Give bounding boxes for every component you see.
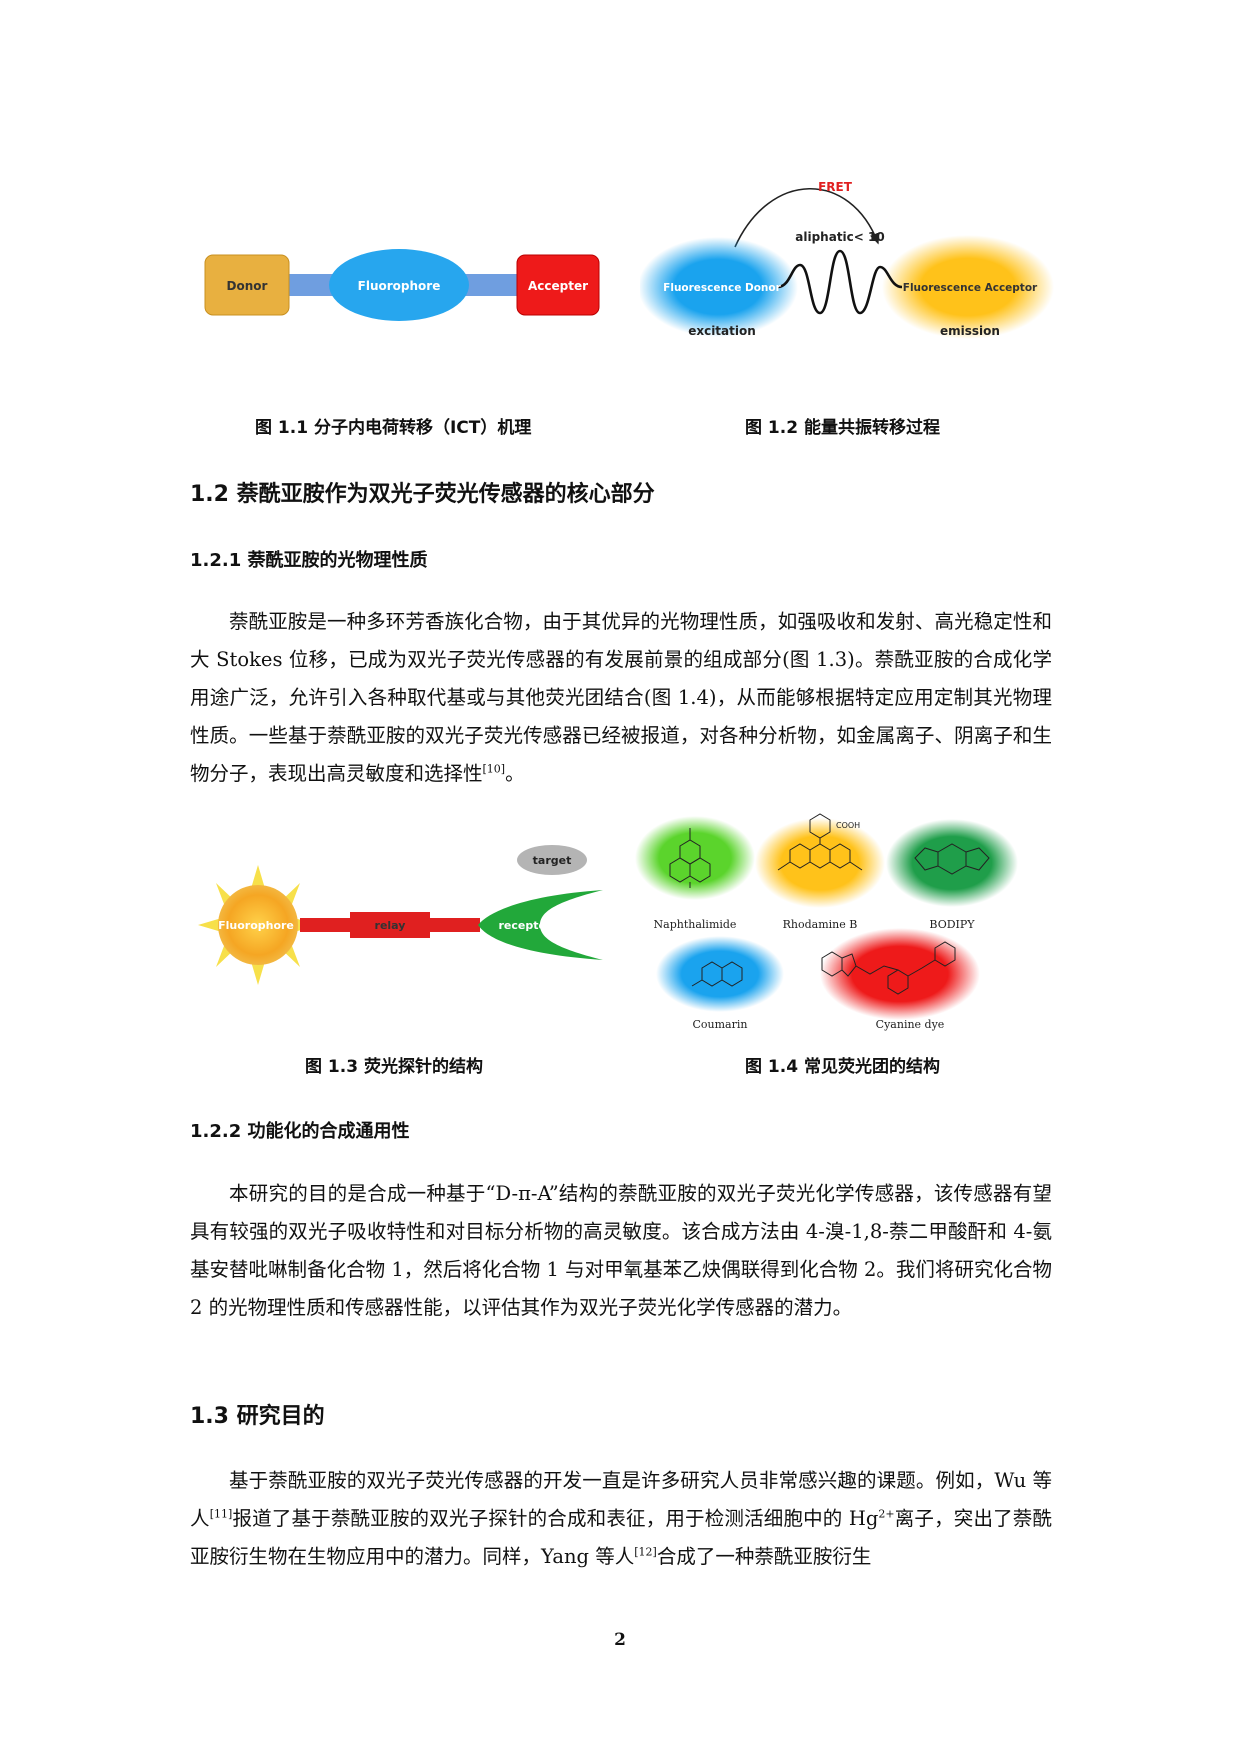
cyanine-structure [821,941,956,995]
fig1-1-caption: 图 1.1 分子内电荷转移（ICT）机理 [255,418,532,438]
section-1-3-title: 1.3 研究目的 [190,1404,325,1429]
fluorophore-ellipse [329,249,469,321]
receptor-shape [478,890,603,960]
rhodamine-structure [777,813,863,871]
rhodamine-glow [755,818,885,908]
fig1-2-caption: 图 1.2 能量共振转移过程 [745,418,940,438]
citation-ref-12: [12] [634,1545,657,1559]
cyanine-glow [820,928,980,1020]
coumarin-glow [656,936,784,1012]
section-1-2-2-title: 1.2.2 功能化的合成通用性 [190,1121,410,1142]
excitation-label: excitation [688,324,756,338]
cyanine-label: Cyanine dye [876,1018,945,1031]
naphthalimide-structure [669,828,711,888]
receptor-label: receptor [499,919,553,932]
cooh-label: COOH [836,821,860,830]
paragraph-text: 萘酰亚胺是一种多环芳香族化合物，由于其优异的光物理性质，如强吸收和发射、高光稳定… [190,610,1052,785]
naphthalimide-glow [635,816,755,900]
ion-charge: 2+ [878,1507,895,1521]
target-ellipse [517,845,587,875]
rhodamine-label: Rhodamine B [783,918,858,931]
relay-label: relay [375,919,406,932]
fluorophore-label: Fluorophore [218,919,294,932]
fret-arrow [734,187,880,248]
acceptor-label: Fluorescence Acceptor [903,282,1038,294]
fret-label: FRET [818,180,853,194]
section-1-2-2-paragraph: 本研究的目的是合成一种基于“D-π-A”结构的萘酰亚胺的双光子荧光化学传感器，该… [190,1175,1052,1327]
bodipy-label: BODIPY [929,918,975,931]
aliphatic-label: aliphatic< 10 [795,230,884,244]
coumarin-label: Coumarin [693,1018,748,1031]
paragraph-text-2: 报道了基于萘酰亚胺的双光子探针的合成和表征，用于检测活细胞中的 Hg [232,1507,879,1530]
relay-block [350,912,430,938]
figure-probe-structure: Fluorophore relay receptor target [198,845,603,985]
paragraph-text-1: 基于萘酰亚胺的双光子荧光传感器的开发一直是许多研究人员非常感兴趣的课题。例如，W… [190,1469,1052,1530]
donor-label: Fluorescence Donor [663,282,781,294]
acceptor-glow [882,235,1054,339]
page-number: 2 [614,1630,626,1650]
target-label: target [533,854,572,867]
paragraph-end: 。 [505,762,525,785]
accepter-label: Accepter [528,279,588,293]
paragraph-text: 本研究的目的是合成一种基于“D-π-A”结构的萘酰亚胺的双光子荧光化学传感器，该… [190,1182,1052,1319]
figure-ict-mechanism: Donor Fluorophore Accepter [204,249,600,321]
fluorophore-label: Fluorophore [358,279,441,293]
donor-glow [640,237,798,337]
accepter-box [516,254,600,316]
donor-box [204,254,290,316]
figure-fret-process: FRET aliphatic< 10 Fluorescence Donor Fl… [640,180,1054,339]
section-1-2-title: 1.2 萘酰亚胺作为双光子荧光传感器的核心部分 [190,482,655,507]
section-1-3-paragraph: 基于萘酰亚胺的双光子荧光传感器的开发一直是许多研究人员非常感兴趣的课题。例如，W… [190,1462,1052,1576]
coumarin-structure [691,961,743,987]
citation-ref: [10] [482,762,506,776]
fig1-3-caption: 图 1.3 荧光探针的结构 [305,1057,483,1077]
emission-label: emission [940,324,1000,338]
section-1-2-1-paragraph: 萘酰亚胺是一种多环芳香族化合物，由于其优异的光物理性质，如强吸收和发射、高光稳定… [190,603,1052,793]
bodipy-glow [886,819,1018,907]
citation-ref-11: [11] [209,1507,233,1521]
paragraph-text-4: 合成了一种萘酰亚胺衍生 [656,1545,872,1568]
bodipy-structure [914,843,990,875]
fig1-4-caption: 图 1.4 常见荧光团的结构 [745,1057,940,1077]
paragraph-text-3: 离子，突出了萘酰亚胺衍生物在生物应用中的潜力。同样，Yang 等人 [190,1507,1052,1568]
sun-body [218,885,298,965]
naphthalimide-label: Naphthalimide [654,918,737,931]
wave-line [777,249,903,315]
donor-label: Donor [227,279,268,293]
figure-common-fluorophores: COOH Naphthalimide Rhodamine B BODIPY Co… [635,813,1018,1031]
section-1-2-1-title: 1.2.1 萘酰亚胺的光物理性质 [190,550,428,571]
